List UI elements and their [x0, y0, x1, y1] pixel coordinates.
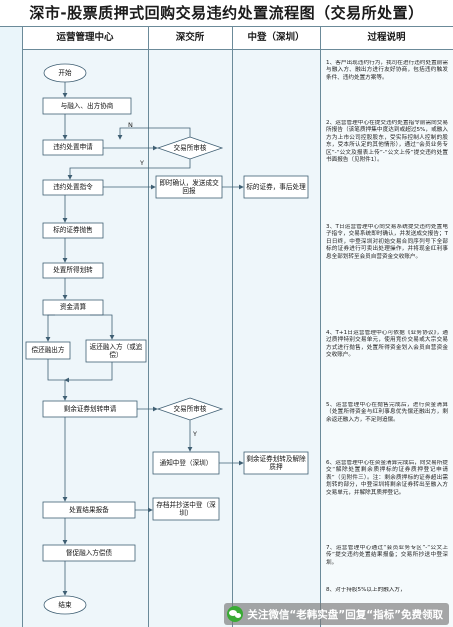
edge-label-y: Y [140, 159, 144, 167]
column-header-csdc: 中登（深圳） [232, 27, 320, 50]
return-box [85, 339, 147, 363]
column-divider [148, 27, 149, 627]
return-label: 返还融入方（或追偿） [89, 342, 143, 359]
column-header-szse: 深交所 [148, 27, 232, 50]
step-4-text: 4、T+1日运营管理中心可依据《业务协议》，通过质押特别交易单元，使用竞价交易或… [326, 330, 448, 359]
step-2-text: 2、运营管理中心在提交违约处置指令前需向交易所报告（该笔质押集中度达到或超过5%… [326, 120, 448, 163]
sell-box [42, 222, 104, 239]
negotiate-label: 与融入、出方协商 [60, 101, 114, 110]
sell-label: 标的证券抛售 [53, 226, 93, 235]
wechat-icon [227, 606, 244, 622]
negotiate-box [42, 97, 132, 115]
order-box [42, 179, 104, 196]
notify-cd-label: 通知中登（深圳） [159, 458, 213, 467]
watermark-text: 关注微信“老韩实盘”回复“指标”免费领取 [247, 608, 443, 621]
step-3-text: 3、T日运营管理中心向交易系统提交违约处置电子指令，交易系统即时确认，并发送成交… [326, 224, 448, 260]
repay-label: 偿还融出方 [31, 346, 65, 355]
end-label: 结束 [58, 600, 72, 609]
step-5-text: 5、运营管理中心在抛售完成后，进行资金清算（处置所得资金与红利事息优先偿还融出方… [326, 402, 448, 423]
urge-box [42, 544, 136, 562]
urge-label: 督促融入方偿债 [65, 548, 113, 557]
column-header-notes: 过程说明 [320, 27, 453, 50]
edge-label-n: N [128, 121, 133, 129]
column-divider [22, 27, 23, 627]
step-7-text: 7、运营管理中心通过“会员业务专区”-“公文上传”提交违约处置结果报备；交易所抄… [326, 545, 448, 566]
apply-box [42, 139, 104, 156]
remain-transfer-box [243, 451, 309, 475]
lane-csdc [232, 50, 320, 627]
transfer-box [42, 262, 104, 279]
report-label: 处置结果报备 [69, 505, 109, 514]
confirm-label: 即时确认，发送成交回报 [159, 178, 219, 195]
transfer-label: 处置所得划转 [53, 266, 93, 275]
page-title: 深市-股票质押式回购交易违约处置流程图（交易所处置） [0, 0, 453, 27]
watermark: 关注微信“老韩实盘”回复“指标”免费领取 [224, 603, 449, 625]
start-label: 开始 [58, 68, 72, 77]
step-8-text: 8、对于持股5%以上的融入方， [326, 587, 406, 593]
step-6-text: 6、运营管理中心在资金清算完成后，向交易所提交“解除处置剩余质押标的证券质押登记… [326, 460, 448, 496]
end-terminal [43, 595, 87, 615]
apply-label: 违约处置申请 [53, 143, 93, 152]
remain-transfer-label: 剩余证券划转及解除质押 [246, 454, 306, 471]
edge-label-y: Y [193, 430, 197, 438]
lane-notes [320, 50, 453, 627]
settle-box [42, 299, 104, 316]
securities-label: 标的证券，事后处理 [246, 182, 306, 191]
order-label: 违约处置指令 [53, 183, 93, 192]
settle-label: 资金清算 [59, 303, 87, 312]
column-header-ops: 运营管理中心 [22, 27, 148, 50]
securities-box [243, 175, 309, 199]
archive-label: 存档并抄送中登（深圳） [156, 500, 216, 517]
review2-label: 交易所审核 [173, 404, 207, 413]
archive-box [152, 497, 220, 521]
remain-apply-label: 剩余证券划转申请 [63, 404, 117, 413]
column-divider [232, 27, 233, 627]
column-divider [320, 27, 321, 627]
review1-label: 交易所审核 [173, 143, 207, 152]
step-1-text: 1、客户出现违约行为，我司在进行违约处置前需与融入方、融出方进行友好协商，包括违… [326, 60, 448, 81]
